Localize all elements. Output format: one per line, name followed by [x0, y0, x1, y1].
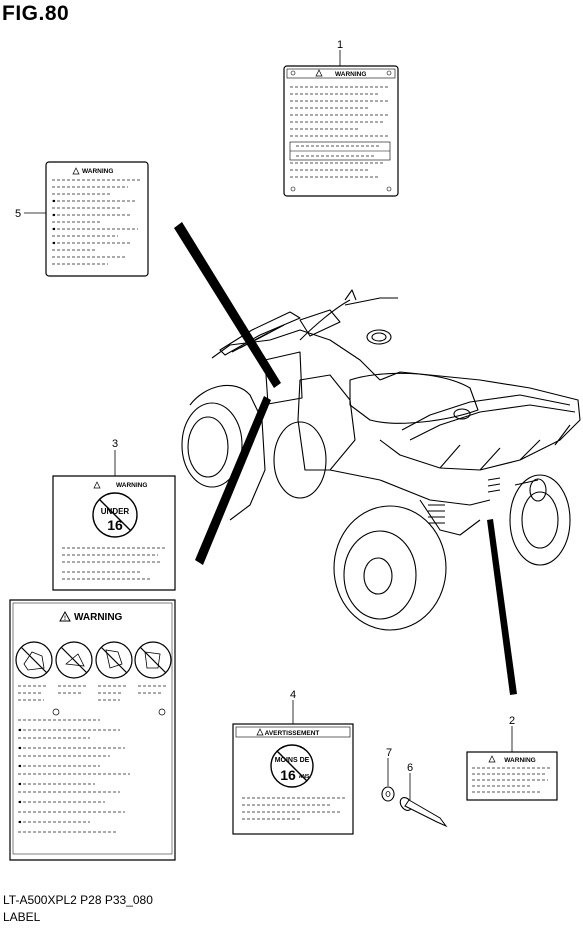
label-2-warning: [466, 726, 558, 801]
ans-text: ANS: [299, 774, 310, 780]
moins-de-text: MOINS DE: [275, 757, 310, 764]
callout-5: 5: [15, 208, 21, 220]
label-5-warning: [24, 161, 149, 277]
callout-1: 1: [337, 39, 343, 51]
callout-6: 6: [407, 762, 413, 774]
label-5-warning-text: WARNING: [82, 168, 113, 175]
atv-illustration: [181, 289, 581, 631]
label-1-warning-text: WARNING: [335, 71, 366, 78]
model-code: LT-A500XPL2 P28 P33_080: [3, 893, 153, 907]
label-3-warning-text: WARNING: [116, 482, 147, 489]
label-position-pointers: [174, 222, 517, 695]
label-1-warning: [283, 50, 399, 197]
label-3-warning: !: [9, 450, 176, 861]
callout-4: 4: [290, 689, 296, 701]
label-4-avertissement: [232, 700, 354, 835]
part-6-rivet: [399, 773, 448, 828]
section-name: LABEL: [3, 910, 41, 924]
part-7-washer: [381, 758, 395, 802]
age-fr-text: 16: [280, 767, 296, 783]
svg-text:!: !: [64, 616, 66, 622]
under-text: UNDER: [101, 507, 130, 516]
figure-title: FIG.80: [2, 2, 70, 25]
under-age-text: 16: [107, 517, 123, 533]
label-3-big-warning-text: WARNING: [74, 612, 123, 623]
callout-2: 2: [509, 715, 515, 727]
callout-7: 7: [386, 747, 392, 759]
label-2-warning-text: WARNING: [504, 757, 535, 764]
label-4-avertissement-text: AVERTISSEMENT: [265, 730, 320, 737]
callout-3: 3: [112, 438, 118, 450]
